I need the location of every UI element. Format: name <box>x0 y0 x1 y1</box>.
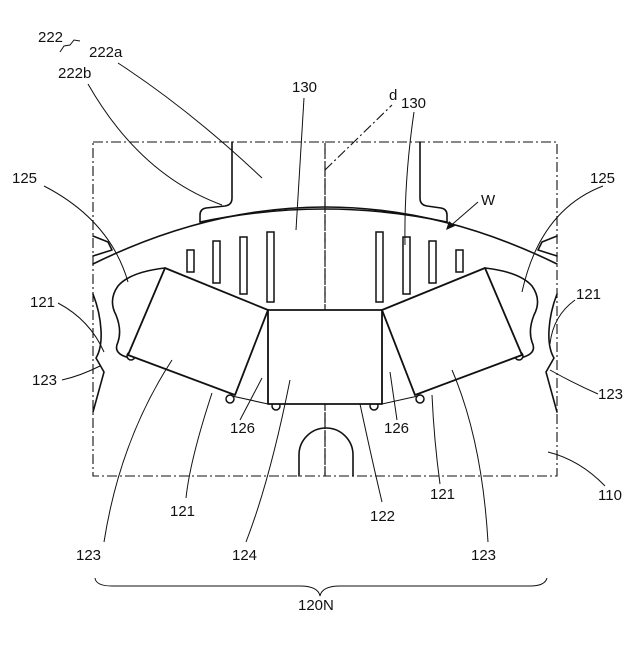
lead-121-left <box>58 303 104 352</box>
slit-left-1 <box>187 250 194 272</box>
label-125-left: 125 <box>12 170 37 187</box>
slit-left-3 <box>240 237 247 294</box>
lead-122 <box>360 404 382 502</box>
label-d: d <box>389 87 397 104</box>
label-W: W <box>481 192 496 209</box>
stator-tooth-left <box>200 142 232 222</box>
rotor-edge-right <box>538 236 557 256</box>
lead-121-right <box>550 300 575 344</box>
rotor-side-left <box>93 294 104 412</box>
lead-123-bottom-left <box>104 360 172 542</box>
label-123-bottom-left: 123 <box>76 547 101 564</box>
label-121-bottom-right: 121 <box>430 486 455 503</box>
slit-right-3 <box>429 241 436 283</box>
lead-123-bottom-right <box>452 370 488 542</box>
label-121-bottom-left: 121 <box>170 503 195 520</box>
label-120N: 120N <box>298 597 334 614</box>
lead-222b <box>88 84 222 205</box>
label-222b: 222b <box>58 65 91 82</box>
stator-tooth-right <box>420 142 447 222</box>
slit-left-4 <box>267 232 274 302</box>
magnet-center <box>268 310 382 404</box>
label-126-right: 126 <box>384 420 409 437</box>
label-126-left: 126 <box>230 420 255 437</box>
label-121-left: 121 <box>30 294 55 311</box>
label-130-right: 130 <box>401 95 426 112</box>
label-222: 222 <box>38 29 63 46</box>
slit-left-2 <box>213 241 220 283</box>
pocket-corner-2 <box>226 395 234 403</box>
lead-121-bottom-left <box>186 393 212 498</box>
stator-inner-arc <box>200 209 447 222</box>
label-123-bottom-right: 123 <box>471 547 496 564</box>
lead-125-left <box>44 186 128 282</box>
brace-120N <box>95 578 547 596</box>
slit-right-1 <box>376 232 383 302</box>
label-125-right: 125 <box>590 170 615 187</box>
lead-130-right <box>405 112 414 245</box>
pocket-corner-5 <box>416 395 424 403</box>
rotor-side-right <box>546 294 557 412</box>
label-123-right: 123 <box>598 386 623 403</box>
label-124: 124 <box>232 547 257 564</box>
rotor-edge-left <box>93 236 112 256</box>
label-121-right: 121 <box>576 286 601 303</box>
lead-125-right <box>522 186 603 292</box>
label-110: 110 <box>598 487 622 504</box>
lead-121-bottom-right <box>432 395 440 484</box>
label-130-top: 130 <box>292 79 317 96</box>
lead-126-right <box>390 372 397 420</box>
lead-123-left <box>62 366 100 380</box>
slit-right-4 <box>456 250 463 272</box>
label-222a: 222a <box>89 44 123 61</box>
shaft-hole <box>299 428 353 476</box>
slit-right-2 <box>403 237 410 294</box>
label-122: 122 <box>370 508 395 525</box>
label-123-left: 123 <box>32 372 57 389</box>
lead-222a <box>118 63 262 178</box>
